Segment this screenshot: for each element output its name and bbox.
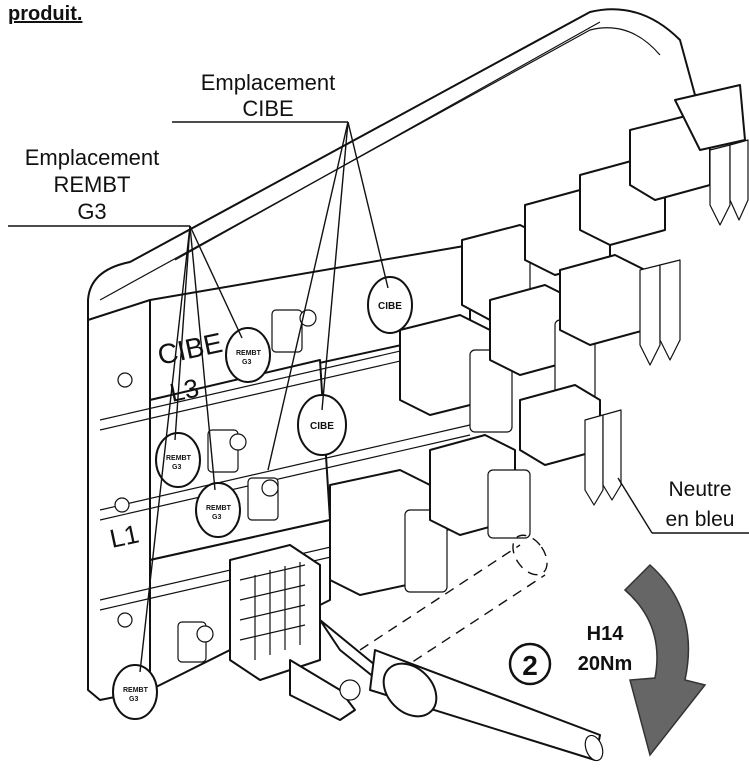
multi-pin-connector (229, 544, 361, 721)
callout-cibe-line1: Emplacement (201, 70, 336, 95)
svg-text:G3: G3 (242, 359, 251, 366)
callout-rembt-line2: REMBT (54, 172, 131, 197)
step-number-text: 2 (522, 650, 538, 681)
svg-text:REMBT: REMBT (123, 687, 149, 694)
tool-size-label: H14 (587, 623, 625, 645)
socket-tool (319, 534, 604, 762)
callout-rembt: Emplacement REMBT G3 (8, 145, 243, 673)
svg-text:REMBT: REMBT (206, 505, 232, 512)
callout-cibe-line2: CIBE (242, 96, 293, 121)
cibe-seal: CIBE (367, 276, 413, 334)
torque-label: 20Nm (578, 653, 632, 675)
svg-text:G3: G3 (129, 696, 138, 703)
callout-neutre-line2: en bleu (666, 508, 735, 531)
svg-text:REMBT: REMBT (166, 455, 192, 462)
svg-text:CIBE: CIBE (310, 421, 334, 432)
callout-cibe: Emplacement CIBE (172, 70, 389, 471)
fuse-modules (329, 84, 746, 596)
rembt-seal: REMBT G3 (225, 327, 271, 383)
header-fragment: produit. (8, 3, 82, 25)
callout-neutre-line1: Neutre (668, 478, 731, 501)
rembt-seal: REMBT G3 (195, 482, 241, 538)
svg-text:G3: G3 (212, 514, 221, 521)
callout-rembt-line1: Emplacement (25, 145, 160, 170)
box-marking-l1: L1 (107, 519, 142, 554)
svg-text:G3: G3 (172, 464, 181, 471)
svg-text:REMBT: REMBT (236, 350, 262, 357)
callout-neutre: Neutre en bleu (617, 477, 749, 534)
terminal-blocks (114, 309, 317, 663)
rembt-seal: REMBT G3 (112, 664, 158, 720)
fuse-tags (584, 139, 749, 506)
callout-rembt-line3: G3 (77, 199, 106, 224)
step-number: 2 (508, 642, 552, 686)
rotation-arrow (623, 563, 707, 757)
rembt-seal: REMBT G3 (155, 432, 201, 488)
svg-text:CIBE: CIBE (378, 301, 402, 312)
cibe-seal: CIBE (297, 394, 347, 456)
